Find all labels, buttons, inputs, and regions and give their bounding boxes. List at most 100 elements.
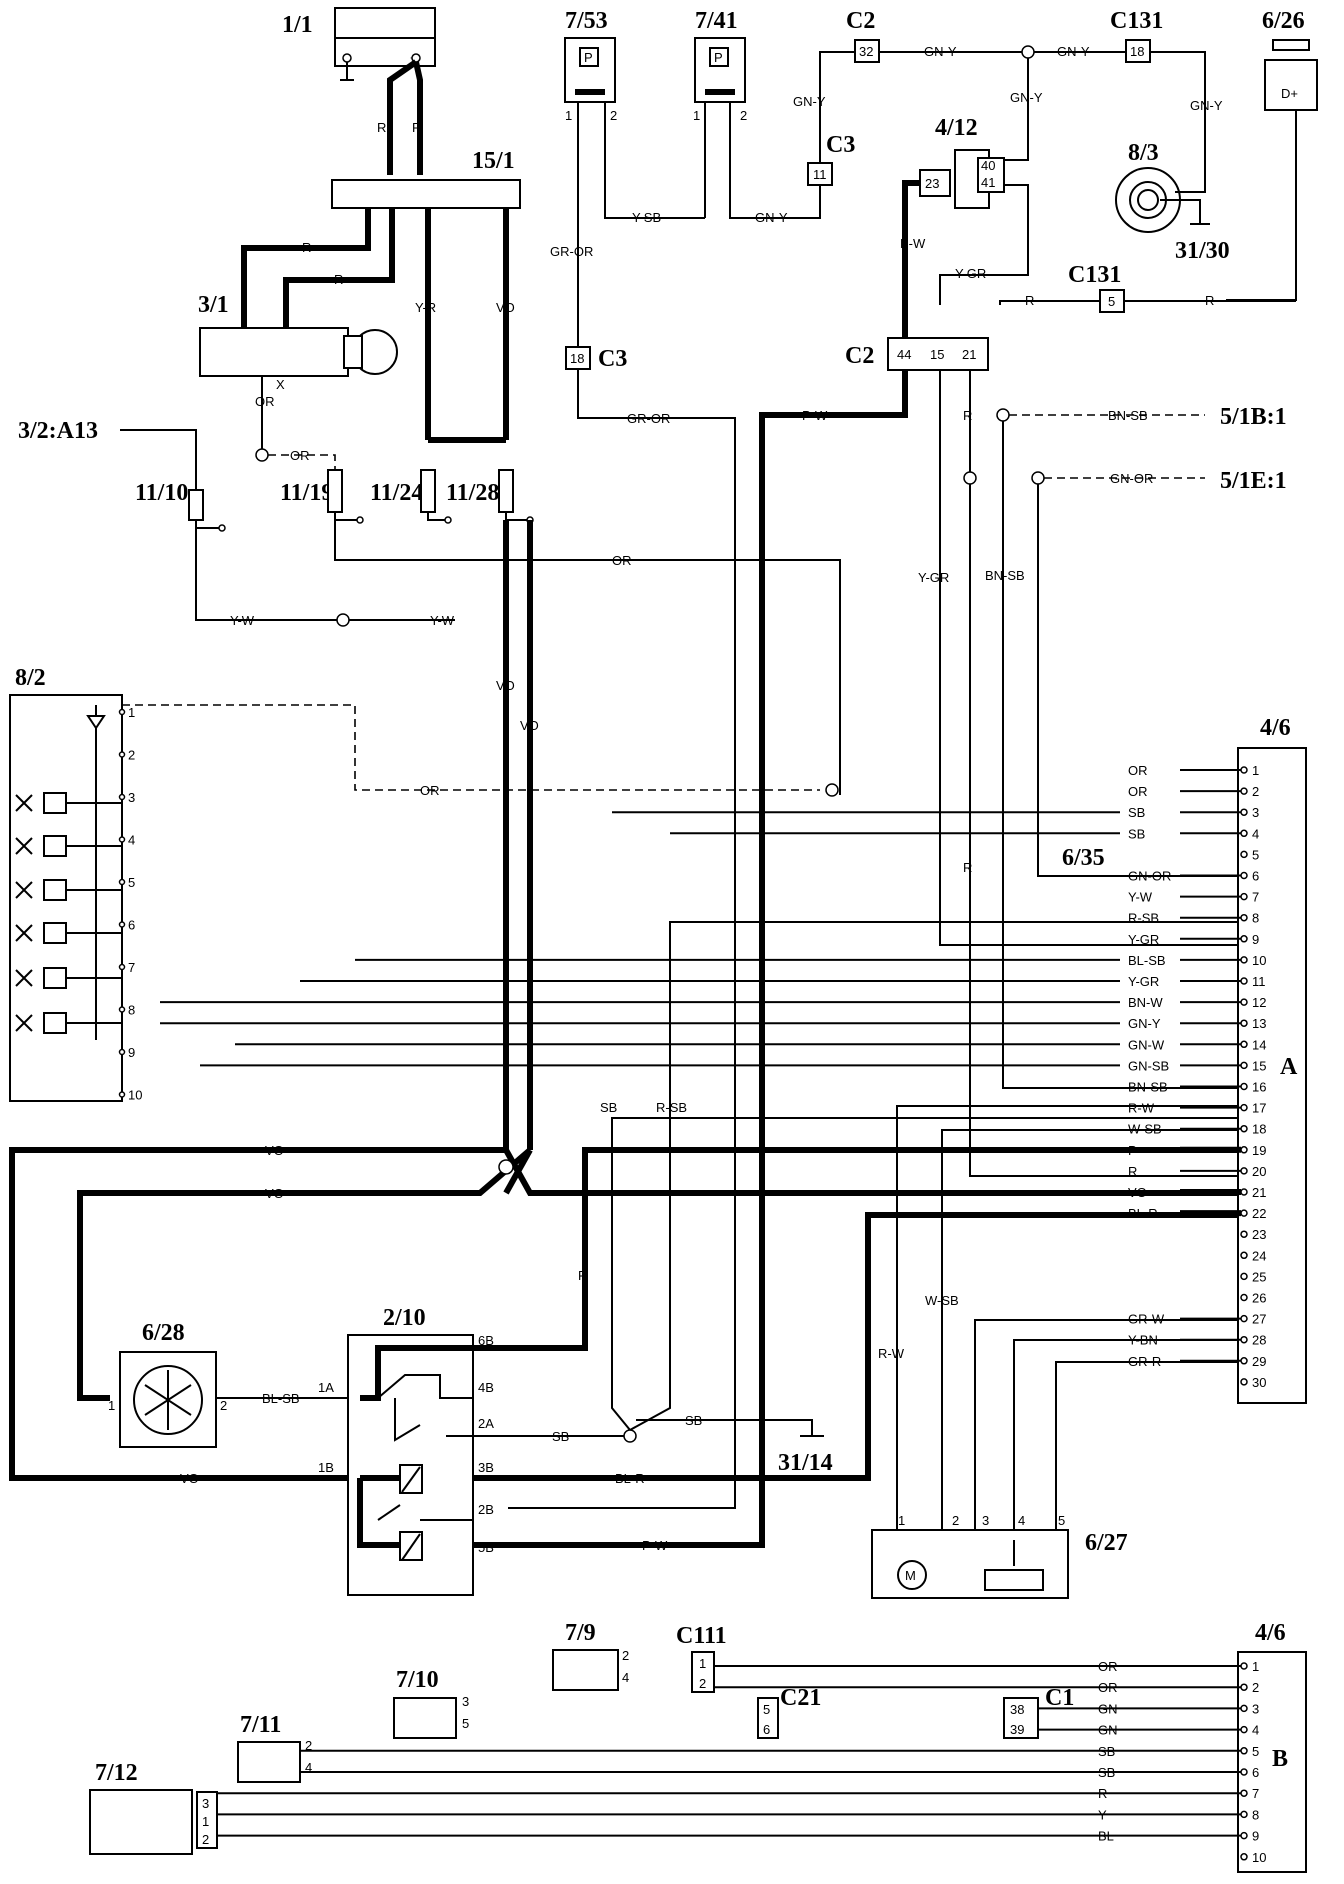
connector-a-wire-label: GN-Y (1128, 1016, 1161, 1031)
relay-coil (43, 1012, 67, 1034)
label-4-12: 4/12 (935, 115, 978, 141)
svg-text:SB: SB (600, 1100, 617, 1115)
connector-b-letter: B (1272, 1746, 1288, 1772)
relay-coil (43, 835, 67, 857)
connector-a-pin (1240, 977, 1248, 985)
label-5-1e-1: 5/1E:1 (1220, 468, 1287, 494)
svg-text:Y-GR: Y-GR (955, 266, 986, 281)
connector-a-pin (1240, 1061, 1248, 1070)
label-6-28: 6/28 (142, 1320, 185, 1346)
svg-text:OR: OR (612, 553, 632, 568)
relay-pin-number: 9 (128, 1045, 135, 1060)
connector-a-pin-number: 6 (1252, 869, 1259, 884)
svg-text:SB: SB (552, 1429, 569, 1444)
svg-text:1: 1 (202, 1814, 209, 1829)
connector-b-pin (1240, 1747, 1248, 1755)
svg-text:BL-R: BL-R (615, 1471, 645, 1486)
svg-text:VO: VO (496, 678, 515, 693)
connector-b-pin (1240, 1853, 1248, 1861)
svg-text:1: 1 (693, 108, 700, 123)
connector-a-pin-number: 3 (1252, 805, 1259, 820)
connector-a-pin-number: 1 (1252, 763, 1259, 778)
svg-text:6: 6 (763, 1722, 770, 1737)
svg-text:38: 38 (1010, 1702, 1024, 1717)
connector-b-pin-number: 6 (1252, 1765, 1259, 1780)
connector-a-wire-label: BN-W (1128, 995, 1163, 1010)
connector-a-wire-label: SB (1128, 826, 1145, 841)
connector-a-pin (1240, 808, 1248, 816)
svg-text:M: M (905, 1568, 916, 1583)
sensor-7-10 (393, 1697, 457, 1739)
svg-text:R-SB: R-SB (656, 1100, 687, 1115)
relay-pin-number: 4 (128, 833, 135, 848)
svg-text:23: 23 (925, 176, 939, 191)
connector-a-wire-label: OR (1128, 784, 1148, 799)
connector-a-wire-label: GN-SB (1128, 1058, 1169, 1073)
label-c3-b: C3 (598, 346, 627, 372)
label-c21: C21 (780, 1685, 821, 1711)
svg-text:R: R (963, 408, 972, 423)
svg-text:W-SB: W-SB (925, 1293, 959, 1308)
connector-a-letter: A (1280, 1054, 1298, 1080)
connector-b-pin-number: 1 (1252, 1659, 1259, 1674)
sensor-7-9 (552, 1649, 619, 1691)
connector-b-pin (1240, 1810, 1248, 1819)
connector-a-pin (1240, 1167, 1248, 1175)
connector-a-pin-number: 2 (1252, 784, 1259, 799)
connector-a-pin (1240, 1040, 1248, 1049)
label-7-9: 7/9 (565, 1620, 596, 1646)
relay-pin-number: 2 (128, 748, 135, 763)
label-11-10: 11/10 (135, 480, 188, 506)
svg-text:6B: 6B (478, 1333, 494, 1348)
fuse-11-10 (188, 489, 204, 521)
label-1-1: 1/1 (282, 12, 313, 38)
svg-text:2: 2 (622, 1648, 629, 1663)
connector-b-pin-number: 10 (1252, 1850, 1266, 1865)
connector-a-pin (1240, 1124, 1248, 1133)
svg-text:P-W: P-W (642, 1538, 668, 1553)
connector-a-pin-number: 18 (1252, 1122, 1266, 1137)
label-c111: C111 (676, 1623, 727, 1649)
svg-text:D+: D+ (1281, 86, 1298, 101)
connector-a-pin-number: 10 (1252, 953, 1266, 968)
connector-b-pin (1240, 1789, 1248, 1797)
svg-text:3: 3 (202, 1796, 209, 1811)
relay-pin (118, 963, 126, 971)
connector-a-pin (1240, 787, 1248, 795)
label-c1: C1 (1045, 1685, 1074, 1711)
svg-text:VO: VO (265, 1186, 284, 1201)
svg-text:41: 41 (981, 175, 995, 190)
connector-a-pin (1240, 1019, 1248, 1027)
label-c131-mid: C131 (1068, 262, 1121, 288)
label-c3: C3 (826, 132, 855, 158)
svg-text:32: 32 (859, 44, 873, 59)
label-4-6-a: 4/6 (1260, 715, 1291, 741)
connector-b-pin-number: 4 (1252, 1723, 1259, 1738)
label-6-26: 6/26 (1262, 8, 1305, 34)
svg-text:44: 44 (897, 347, 911, 362)
connector-a-pin (1240, 766, 1248, 774)
connector-b-pin (1240, 1768, 1248, 1776)
label-8-3: 8/3 (1128, 140, 1159, 166)
svg-text:OR: OR (255, 394, 275, 409)
label-7-11: 7/11 (240, 1712, 281, 1738)
label-2-10: 2/10 (383, 1305, 426, 1331)
connector-a-pin-number: 15 (1252, 1058, 1266, 1073)
relay-contact (15, 794, 33, 812)
connector-b-pin-number: 5 (1252, 1744, 1259, 1759)
connector-a-pin (1240, 1209, 1248, 1217)
svg-text:2: 2 (699, 1676, 706, 1691)
connector-b-pin-number: 9 (1252, 1829, 1259, 1844)
relay-pin-number: 7 (128, 960, 135, 975)
connector-a-pins: 1234567891011121314151617181920212223242… (1240, 763, 1266, 1390)
svg-text:GN-OR: GN-OR (1110, 471, 1153, 486)
label-11-24: 11/24 (370, 480, 423, 506)
relay-pin (118, 708, 126, 716)
svg-text:R: R (377, 120, 386, 135)
connector-a-wire-label: Y-GR (1128, 932, 1159, 947)
label-11-28: 11/28 (446, 480, 499, 506)
svg-text:2: 2 (610, 108, 617, 123)
connector-a-pin-number: 22 (1252, 1206, 1266, 1221)
